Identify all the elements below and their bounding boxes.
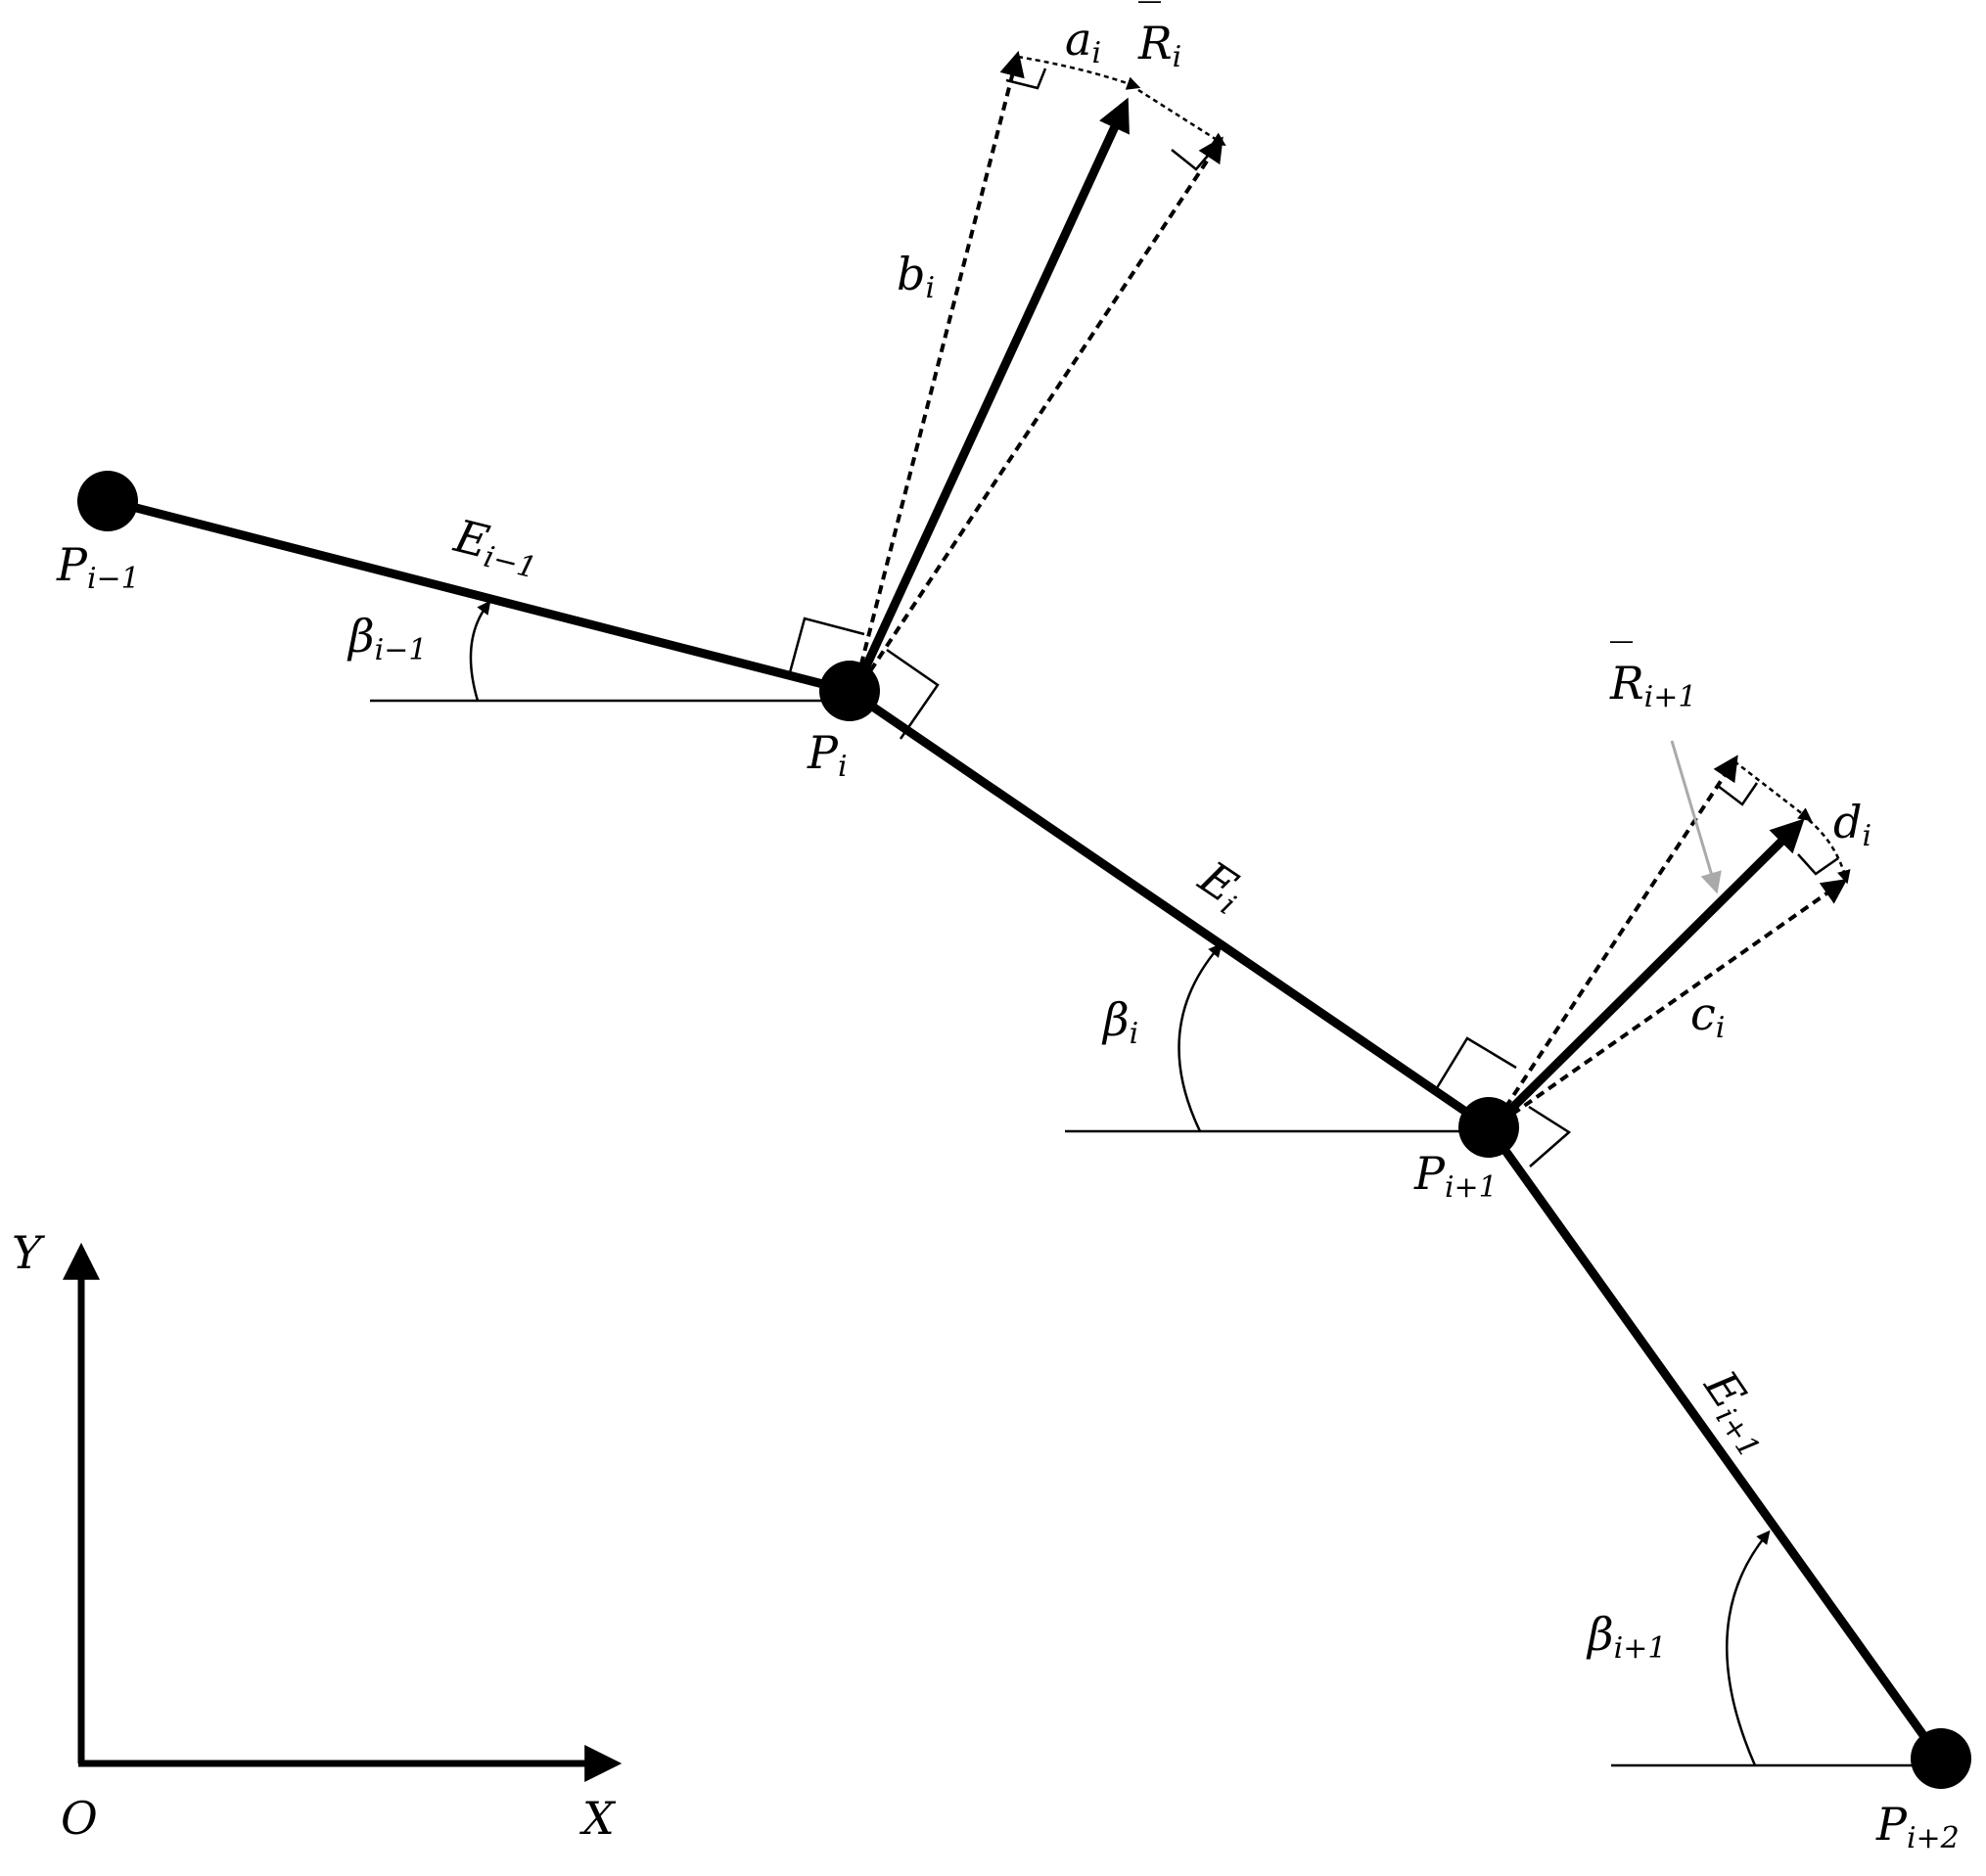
offset-line-left bbox=[1733, 760, 1813, 822]
vector-r-i bbox=[854, 97, 1130, 686]
point-labels: Pi−1 Pi Pi+1 Pi+2 bbox=[56, 538, 1960, 1855]
label-beta-i-1: βi−1 bbox=[346, 610, 427, 667]
offset-line-right bbox=[1137, 88, 1226, 147]
right-angle-marks-p-i+1 bbox=[1433, 1036, 1572, 1167]
edge-e-i+1 bbox=[1484, 1122, 1945, 1763]
angle-arcs bbox=[469, 600, 1771, 1766]
right-angle-mark bbox=[1797, 853, 1839, 876]
right-angle-mark bbox=[1717, 782, 1759, 806]
label-r-i: Ri bbox=[1137, 17, 1181, 74]
label-e-i-1: Ei−1 bbox=[447, 509, 545, 586]
origin-label: O bbox=[61, 1792, 98, 1845]
coordinate-axes: O X Y bbox=[12, 1226, 623, 1845]
edge-e-i-1 bbox=[105, 496, 854, 696]
right-angle-mark bbox=[886, 648, 940, 740]
polyline-edges bbox=[105, 496, 1945, 1763]
label-p-i+2: Pi+2 bbox=[1875, 1798, 1960, 1855]
label-b-i: bi bbox=[897, 248, 935, 305]
right-angle-mark bbox=[1171, 148, 1215, 171]
angle-arc-beta-i-1 bbox=[469, 600, 491, 702]
offset-arc-a-i bbox=[1017, 55, 1141, 90]
x-axis-label: X bbox=[579, 1792, 617, 1845]
label-r-i+1: Ri+1 bbox=[1609, 657, 1696, 714]
dashed-vector-b-i bbox=[855, 50, 1025, 680]
label-p-i+1: Pi+1 bbox=[1413, 1147, 1498, 1205]
edge-labels: Ei−1 Ei Ei+1 bbox=[447, 509, 1785, 1464]
label-a-i: ai bbox=[1065, 13, 1101, 70]
label-e-i: Ei bbox=[1186, 850, 1255, 923]
label-p-i-1: Pi−1 bbox=[56, 538, 140, 596]
right-angle-mark bbox=[787, 617, 865, 677]
vectors-at-p-i+1 bbox=[1494, 740, 1851, 1126]
offset-arc-d-i bbox=[1808, 819, 1851, 885]
vertices bbox=[77, 471, 1971, 1789]
vertex-p-i+1 bbox=[1458, 1097, 1519, 1158]
label-c-i: ci bbox=[1690, 987, 1725, 1045]
right-angle-marks-p-i bbox=[787, 617, 940, 740]
vertex-p-i bbox=[819, 661, 880, 721]
vector-r-i+1 bbox=[1494, 818, 1805, 1126]
dashed-vector-right bbox=[860, 136, 1224, 685]
right-angle-mark bbox=[1005, 68, 1047, 90]
reference-lines bbox=[370, 699, 1940, 1767]
right-angle-mark bbox=[1433, 1036, 1517, 1092]
label-p-i: Pi bbox=[807, 726, 848, 784]
dashed-vector-c-i bbox=[1499, 879, 1848, 1124]
angle-labels: βi−1 βi βi+1 bbox=[346, 610, 1666, 1666]
edge-e-i bbox=[845, 686, 1494, 1132]
label-beta-i: βi bbox=[1101, 993, 1138, 1051]
vectors-at-p-i bbox=[854, 50, 1226, 686]
dashed-vector-left bbox=[1496, 755, 1738, 1121]
right-angle-mark bbox=[1528, 1105, 1572, 1167]
label-e-i+1: Ei+1 bbox=[1689, 1360, 1785, 1464]
offset-labels: ai bi ci di bbox=[897, 13, 1871, 1045]
vertex-p-i-1 bbox=[77, 471, 138, 531]
label-d-i: di bbox=[1833, 796, 1871, 853]
angle-arc-beta-i+1 bbox=[1726, 1530, 1771, 1766]
y-axis-label: Y bbox=[12, 1226, 46, 1279]
label-r-i-bar: ‾ bbox=[1138, 0, 1161, 46]
vertex-p-i+2 bbox=[1911, 1728, 1971, 1789]
gray-pointer-arrow bbox=[1670, 740, 1722, 894]
vector-labels: ‾ Ri ‾ Ri+1 bbox=[1137, 0, 1696, 714]
label-r-i+1-bar: ‾ bbox=[1610, 633, 1633, 686]
label-beta-i+1: βi+1 bbox=[1586, 1608, 1666, 1666]
angle-arc-beta-i bbox=[1178, 942, 1223, 1132]
